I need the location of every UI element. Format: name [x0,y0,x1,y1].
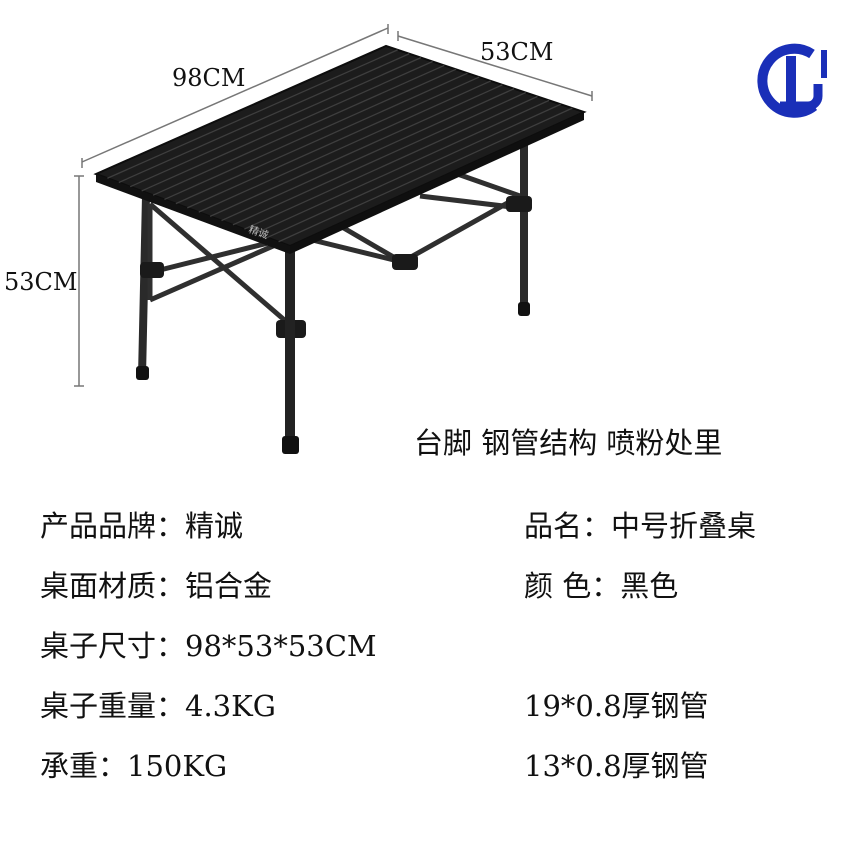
depth-dimension-label: 53CM [480,38,554,66]
spec-value: 150KG [127,749,228,783]
slat-line [278,107,573,243]
spec-tube-13: 13*0.8厚钢管 [524,743,709,785]
slat-line [198,80,492,213]
table-top-slats [107,49,573,243]
table-top-edge [96,174,290,254]
spec-weight: 桌子重量：4.3KG [40,683,276,725]
spec-value: 98*53*53CM [185,629,377,663]
slat-line [164,68,457,201]
slat-line [129,57,422,188]
slat-line [152,64,445,196]
spec-material: 桌面材质：铝合金 [40,563,272,605]
spec-value: 中号折叠桌 [611,509,757,543]
spec-load: 承重：150KG [40,743,227,785]
spec-tube-19: 19*0.8厚钢管 [524,683,709,725]
table-top-side-edge [290,112,584,254]
spec-label: 桌子重量： [40,689,186,723]
slat-line [232,91,527,226]
spec-label: 承重： [40,749,128,783]
slat-line [244,95,538,230]
spec-label: 桌面材质： [40,569,186,603]
spec-label: 桌子尺寸： [40,629,186,663]
spec-size: 桌子尺寸：98*53*53CM [40,623,377,665]
spec-product-name: 品名：中号折叠桌 [524,503,756,545]
width-dimension-label: 98CM [172,64,246,92]
slat-line [209,84,503,217]
spec-value: 黑色 [620,569,679,603]
leg-feet [136,302,530,454]
spec-label: 颜 色： [524,569,621,603]
back-legs [138,136,528,380]
slat-line [118,53,410,184]
slat-line [266,103,561,239]
spec-value: 精诚 [185,509,244,543]
spec-value: 4.3KG [185,689,276,723]
spec-color: 颜 色：黑色 [524,563,678,605]
spec-label: 品名： [524,509,612,543]
dimension-lines [74,24,593,387]
leg-structure-caption: 台脚 钢管结构 喷粉处里 [414,426,723,460]
slat-line [255,99,550,234]
spec-value: 19*0.8厚钢管 [524,689,709,723]
brand-logo [757,43,827,118]
spec-value: 铝合金 [185,569,273,603]
spec-label: 产品品牌： [40,509,186,543]
slat-line [221,88,515,222]
slat-line [175,72,468,205]
slat-line [187,76,480,209]
slat-line [141,60,433,192]
slat-line [107,49,398,179]
spec-brand: 产品品牌：精诚 [40,503,243,545]
spec-value: 13*0.8厚钢管 [524,749,709,783]
height-dimension-label: 53CM [4,268,78,296]
